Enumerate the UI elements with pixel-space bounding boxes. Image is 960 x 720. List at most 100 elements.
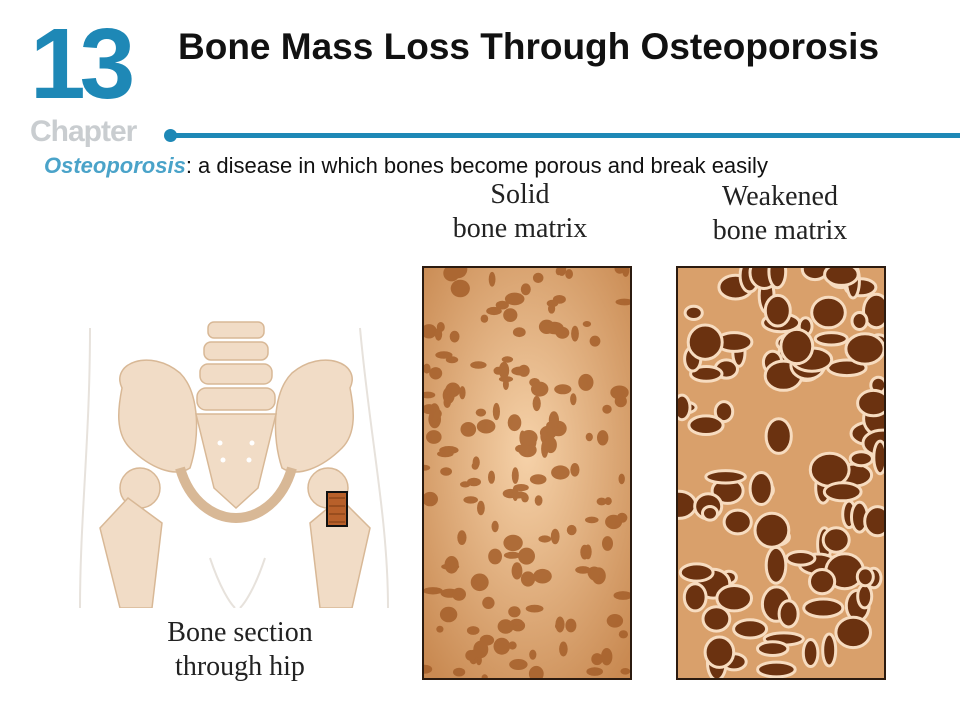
solid-pore	[503, 551, 521, 559]
solid-pore	[429, 367, 443, 380]
solid-pore	[498, 376, 514, 383]
weakened-pore	[704, 469, 747, 485]
solid-pore	[615, 298, 630, 306]
solid-pore	[424, 324, 437, 339]
solid-pore	[520, 430, 538, 446]
weakened-pore	[732, 618, 769, 640]
weakened-pore	[689, 365, 724, 383]
solid-pore	[548, 304, 556, 314]
solid-pore	[585, 432, 593, 442]
weakened-pore	[823, 268, 860, 287]
weakened-pore	[678, 393, 692, 422]
solid-pore	[591, 653, 603, 666]
solid-pore	[476, 419, 496, 434]
weakened-pore	[713, 400, 735, 424]
solid-pore	[497, 619, 514, 634]
hip-illustration	[70, 318, 400, 609]
solid-pore	[477, 500, 485, 516]
weakened-bone-matrix-svg	[678, 268, 884, 678]
solid-pore	[544, 321, 564, 335]
weakened-pore	[848, 450, 874, 468]
solid-pore	[566, 524, 577, 536]
solid-pore	[544, 436, 557, 454]
solid-pore	[606, 614, 624, 628]
solid-pore	[555, 622, 564, 631]
solid-pore	[532, 272, 544, 283]
solid-pore	[586, 667, 603, 676]
solid-pore	[424, 404, 437, 415]
solid-pore	[495, 300, 509, 310]
weakened-pore	[801, 638, 820, 668]
solid-pore	[508, 641, 517, 650]
solid-pore	[424, 664, 433, 674]
solid-pore	[520, 283, 531, 296]
solid-pore	[622, 268, 630, 277]
definition-term: Osteoporosis	[44, 153, 186, 178]
weakened-pore	[763, 293, 792, 328]
solid-pore	[551, 465, 570, 480]
solid-pore	[550, 528, 560, 545]
definition-body: : a disease in which bones become porous…	[185, 153, 768, 178]
weakened-pore	[808, 451, 851, 488]
solid-pore	[491, 520, 499, 533]
solid-pore	[597, 430, 609, 446]
weakened-bone-matrix-image	[676, 266, 886, 680]
solid-pore	[602, 536, 613, 551]
solid-pore	[457, 530, 467, 545]
weakened-pore	[850, 311, 869, 331]
solid-pore	[531, 381, 549, 397]
solid-caption-line2: bone matrix	[452, 213, 588, 244]
solid-pore	[571, 325, 579, 342]
weakened-pore	[863, 505, 884, 538]
solid-pore	[493, 637, 511, 655]
solid-pore	[455, 280, 463, 287]
solid-pore	[588, 567, 604, 581]
weakened-pore	[764, 545, 788, 585]
weakened-pore	[748, 471, 774, 506]
solid-pore	[444, 556, 459, 574]
solid-pore	[493, 366, 503, 375]
title-divider	[170, 133, 960, 138]
weakened-pore	[856, 388, 884, 418]
weakened-pore	[821, 632, 838, 668]
solid-pore	[434, 327, 443, 341]
solid-pore	[529, 474, 547, 485]
solid-pore	[467, 477, 481, 487]
solid-pore	[507, 414, 522, 432]
weakened-pore	[813, 331, 849, 347]
solid-pore	[488, 470, 495, 484]
solid-pore	[424, 363, 431, 374]
solid-bone-matrix-svg	[424, 268, 630, 678]
solid-pore	[509, 659, 528, 670]
weakened-pore	[779, 327, 815, 366]
weakened-pore	[715, 584, 753, 613]
solid-pore	[620, 668, 630, 675]
solid-pore	[492, 402, 500, 421]
solid-pore	[424, 491, 438, 507]
solid-pore	[440, 467, 452, 476]
weakened-pore	[682, 582, 708, 613]
chapter-label: Chapter	[30, 115, 137, 148]
solid-pore	[575, 566, 591, 574]
solid-pore	[486, 306, 502, 316]
hip-caption-line2: through hip	[175, 651, 305, 682]
solid-pore	[557, 268, 567, 276]
solid-pore	[604, 497, 612, 506]
solid-pore	[480, 314, 489, 323]
solid-pore	[424, 391, 436, 399]
solid-pore	[570, 393, 577, 406]
solid-pore	[582, 321, 592, 327]
solid-pore	[518, 547, 535, 565]
solid-pore	[460, 422, 477, 437]
solid-pore	[481, 674, 488, 678]
solid-pore	[613, 591, 630, 600]
solid-pore	[618, 630, 628, 639]
solid-pore	[565, 618, 577, 633]
weakened-pore	[802, 597, 845, 619]
solid-pore	[463, 496, 478, 504]
weakened-caption-line1: Weakened	[722, 181, 838, 212]
solid-pore	[616, 512, 628, 523]
solid-pore	[424, 464, 431, 471]
weakened-pore	[687, 414, 725, 436]
bone-section-marker	[326, 491, 348, 527]
